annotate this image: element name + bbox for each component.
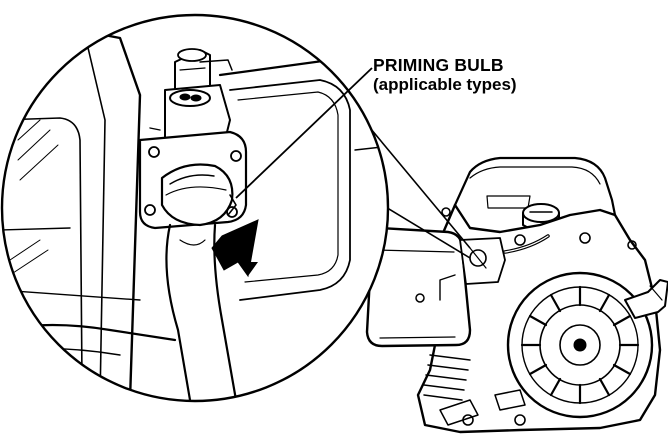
magnifier-circle [0, 13, 390, 403]
priming-bulb-callout: PRIMING BULB (applicable types) [373, 55, 517, 95]
callout-line-1: PRIMING BULB [373, 55, 504, 75]
callout-leader-line [235, 67, 373, 199]
engine-drawing [365, 156, 668, 434]
callout-line-2: (applicable types) [373, 75, 517, 94]
